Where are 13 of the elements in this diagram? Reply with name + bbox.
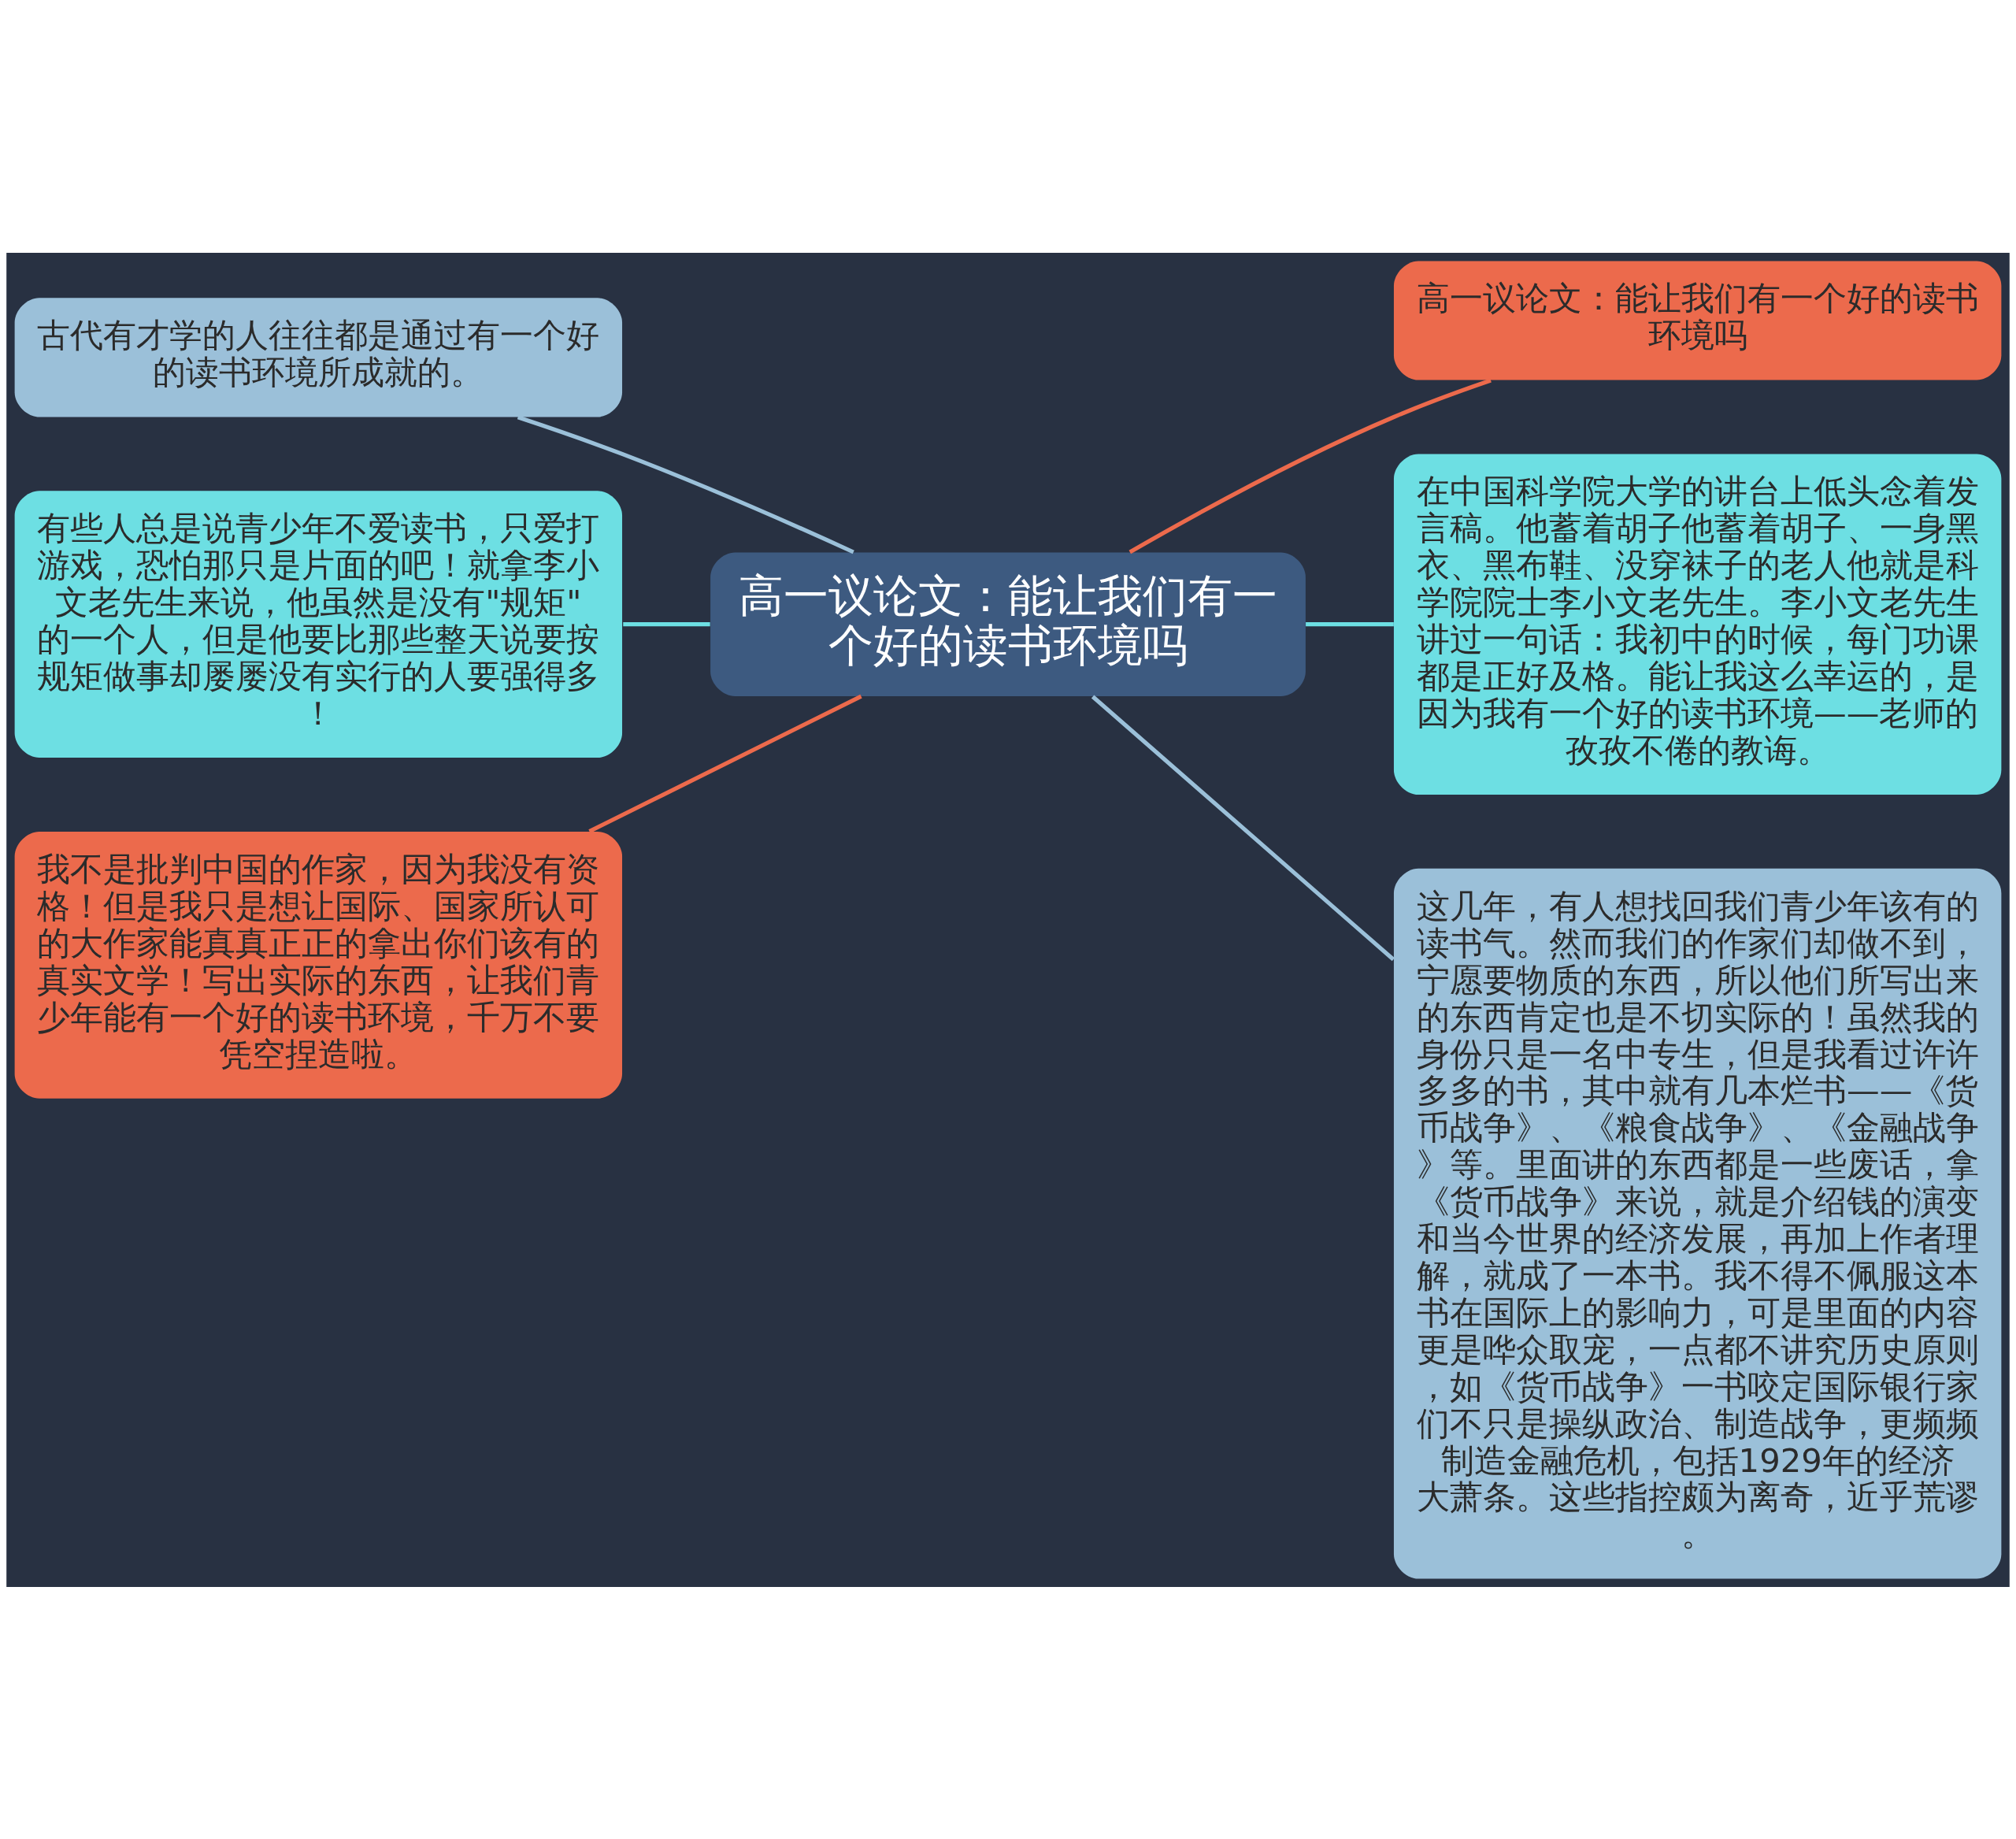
connector xyxy=(1091,695,1395,961)
connector xyxy=(517,414,854,554)
node-box: 在中国科学院大学的讲台上低头念着发言稿。他蓄着胡子他蓄着胡子、一身黑衣、黑布鞋、没穿袜子的老人他就是科学院院士李小文老先生。李小文老先生讲过一句话：我初中的时候，每门功课都是正好及格。能让我这么幸运的，是因为我有一个好的读书环境——老师的孜孜不倦的教诲。 xyxy=(1393,453,2002,795)
node-box: 这几年，有人想找回我们青少年该有的读书气。然而我们的作家们却做不到，宁愿要物质的东西，所以他们所写出来的东西肯定也是不切实际的！虽然我的身份只是一名中专生，但是我看过许许多多的书，其中就有几本烂书——《货币战争》、《粮食战争》、《金融战争》等。里面讲的东西都是一些废话，拿《货币战争》来说，就是介绍钱的演变和当今世界的经济发展，再加上作者理解，就成了一本书。我不得不佩服这本书在国际上的影响力，可是里面的内容更是哗众取宠，一点都不讲究历史原则，如《货币战争》一书咬定国际银行家们不只是操纵政治、制造战争，更频频制造金融危机，包括1929年的经济大萧条。这些指控颇为离奇，近乎荒谬。 xyxy=(1393,868,2002,1579)
connector xyxy=(588,694,862,833)
connector xyxy=(1128,377,1492,554)
connector xyxy=(623,621,710,626)
node-box: 古代有才学的人往往都是通过有一个好的读书环境所成就的。 xyxy=(14,297,623,417)
node-box: 有些人总是说青少年不爱读书，只爱打游戏，恐怕那只是片面的吧！就拿李小文老先生来说，他虽然是没有"规矩"的一个人，但是他要比那些整天说要按规矩做事却屡屡没有实行的人要强得多！ xyxy=(14,490,623,758)
connector xyxy=(1306,621,1394,626)
node-box: 高一议论文：能让我们有一个好的读书环境吗 xyxy=(1393,260,2002,380)
node-box: 我不是批判中国的作家，因为我没有资格！但是我只是想让国际、国家所认可的大作家能真真正正的拿出你们该有的真实文学！写出实际的东西，让我们青少年能有一个好的读书环境，千万不要凭空捏造啦。 xyxy=(14,831,623,1099)
node-box: 高一议论文：能让我们有一个好的读书环境吗 xyxy=(710,552,1306,696)
